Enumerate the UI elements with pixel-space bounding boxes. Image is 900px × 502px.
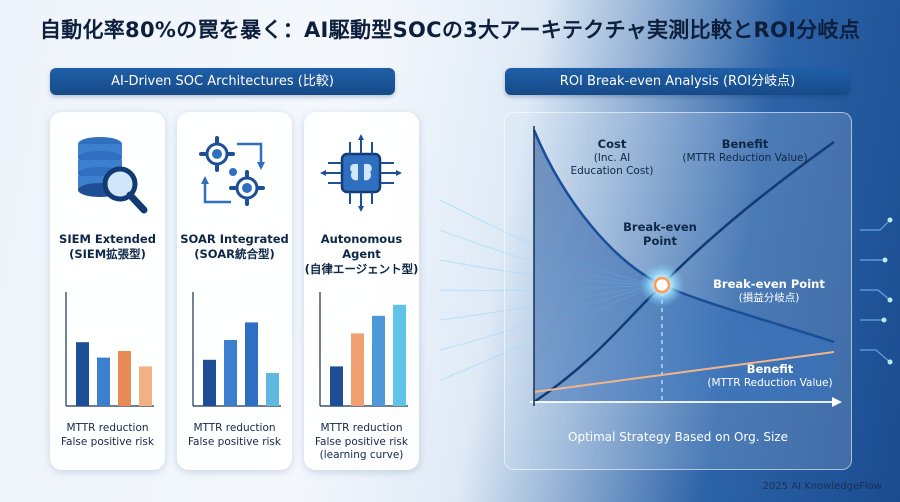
bar: [266, 373, 279, 406]
database-search-icon: [78, 137, 148, 214]
roi-chart: [530, 126, 842, 407]
benefit-bottom-label: Benefit (MTTR Reduction Value): [707, 362, 833, 390]
soar-notes: MTTR reduction False positive risk: [187, 422, 281, 448]
bar: [118, 351, 131, 406]
bar: [76, 342, 89, 406]
page-title: 自動化率80%の罠を暴く：AI駆動型SOCの3大アーキテクチャ実測比較とROI分…: [39, 18, 861, 42]
bar: [372, 315, 385, 406]
cost-label: Cost (Inc. AI Education Cost): [570, 137, 654, 178]
siem-bar-chart: [65, 292, 154, 407]
gears-cycle-icon: [199, 136, 265, 206]
bar: [224, 340, 237, 406]
break-even-top-label: Break-even Point: [623, 220, 697, 248]
benefit-line: [533, 351, 835, 393]
cost-area: [534, 130, 834, 402]
autonomous-agent-name: Autonomous Agent (自律エージェント型): [304, 232, 419, 276]
siem-notes: MTTR reduction False positive risk: [60, 422, 154, 448]
siem-extended-card: SIEM Extended (SIEM拡張型) MTTR reduction F…: [50, 112, 165, 470]
ai-chip-brain-icon: [320, 134, 402, 212]
bar: [97, 357, 110, 406]
autonomous-agent-card: Autonomous Agent (自律エージェント型) MTTR reduct…: [304, 112, 419, 470]
bar: [139, 366, 152, 406]
bar: [203, 359, 216, 406]
bar: [351, 333, 364, 406]
soar-bar-chart: [192, 292, 281, 407]
soar-integrated-card: SOAR Integrated (SOAR統合型) MTTR reduction…: [177, 112, 292, 470]
agent-bar-chart: [319, 292, 408, 407]
roi-section-title: ROI Break-even Analysis (ROI分岐点): [505, 68, 850, 95]
optimal-strategy-note: Optimal Strategy Based on Org. Size: [568, 430, 788, 444]
break-even-right-label: Break-even Point (損益分岐点): [713, 277, 825, 305]
bar: [393, 304, 406, 406]
x-axis-arrow: [832, 397, 842, 407]
architectures-section-title: AI-Driven SOC Architectures (比較): [50, 68, 395, 95]
soar-integrated-name: SOAR Integrated (SOAR統合型): [180, 232, 289, 261]
break-even-marker: [653, 276, 671, 294]
bar: [245, 322, 258, 406]
bar: [330, 366, 343, 406]
copyright-text: 2025 AI KnowledgeFlow: [762, 481, 882, 492]
siem-extended-name: SIEM Extended (SIEM拡張型): [59, 232, 156, 261]
benefit-top-label: Benefit (MTTR Reduction Value): [682, 137, 808, 165]
agent-notes: MTTR reduction False positive risk (lear…: [314, 422, 408, 461]
